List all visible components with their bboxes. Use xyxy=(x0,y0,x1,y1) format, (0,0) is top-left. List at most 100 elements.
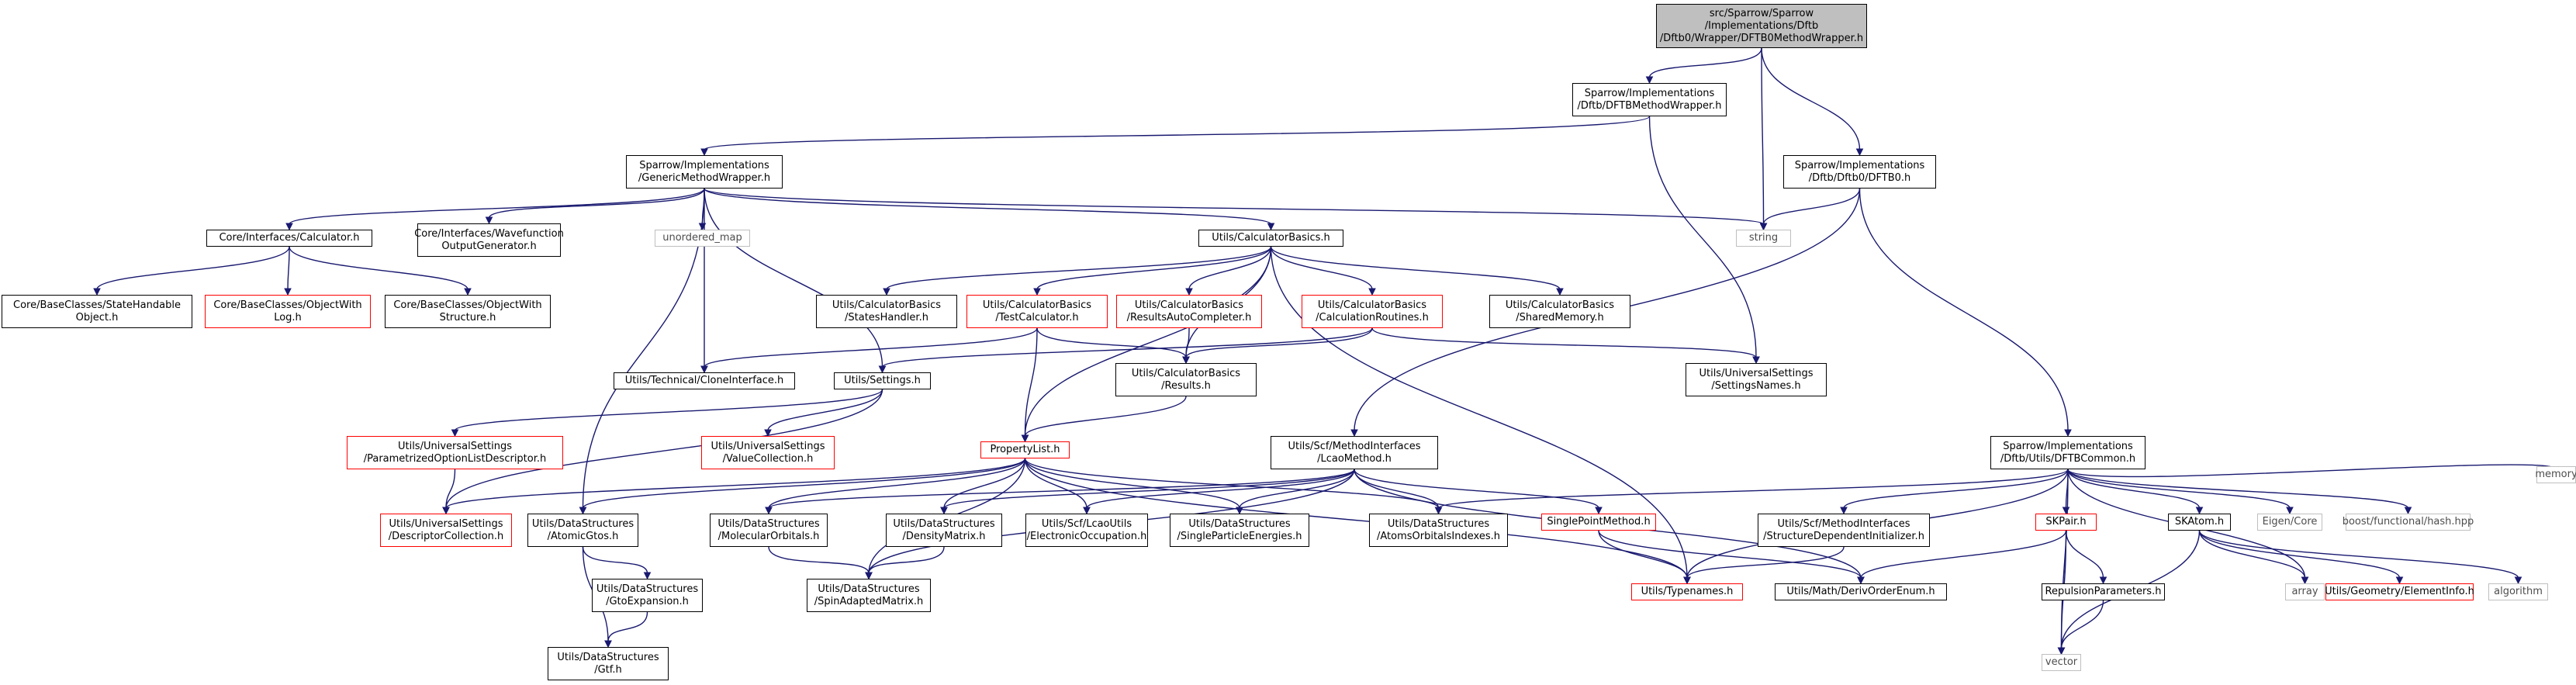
node-clone-interface[interactable]: Utils/Technical/CloneInterface.h xyxy=(614,372,795,389)
edge-dftb-method-wrapper-to-generic-method-wrapper xyxy=(704,116,1651,150)
arrowhead-property-list-to-descriptor-collection xyxy=(442,507,450,515)
graph-edges xyxy=(93,47,2560,656)
node-results[interactable]: Utils/CalculatorBasics /Results.h xyxy=(1115,363,1257,396)
node-param-option[interactable]: Utils/UniversalSettings /ParametrizedOpt… xyxy=(347,436,563,469)
arrowhead-calculator-basics-to-results-auto xyxy=(1185,288,1193,296)
node-calc-routines[interactable]: Utils/CalculatorBasics /CalculationRouti… xyxy=(1302,295,1443,328)
node-state-handable[interactable]: Core/BaseClasses/StateHandable Object.h xyxy=(2,295,192,328)
node-gtf[interactable]: Utils/DataStructures /Gtf.h xyxy=(548,647,669,680)
edge-calculator-to-state-handable xyxy=(96,246,290,290)
edge-molecular-orbitals-to-spin-adapted xyxy=(768,546,870,574)
node-atomic-gtos[interactable]: Utils/DataStructures /AtomicGtos.h xyxy=(527,514,638,547)
edge-property-list-to-typenames xyxy=(1024,458,1688,579)
edge-atomic-gtos-to-gto-expansion xyxy=(582,546,648,574)
node-root[interactable]: src/Sparrow/Sparrow /Implementations/Dft… xyxy=(1656,4,1867,48)
edge-settings-to-value-collection xyxy=(767,389,883,431)
edge-structure-dep-init-to-typenames xyxy=(1686,546,1845,579)
node-structure-dep-init[interactable]: Utils/Scf/MethodInterfaces /StructureDep… xyxy=(1758,514,1930,547)
node-skatom[interactable]: SKAtom.h xyxy=(2168,514,2231,531)
node-density-matrix[interactable]: Utils/DataStructures /DensityMatrix.h xyxy=(886,514,1002,547)
edge-calculator-basics-to-property-list xyxy=(1024,246,1272,437)
node-dftb-method-wrapper[interactable]: Sparrow/Implementations /Dftb/DFTBMethod… xyxy=(1572,83,1727,116)
edge-calculator-basics-to-calc-routines xyxy=(1270,246,1373,290)
node-generic-method-wrapper[interactable]: Sparrow/Implementations /GenericMethodWr… xyxy=(626,155,783,189)
arrowhead-lcao-method-to-molecular-orbitals xyxy=(765,507,773,515)
node-gto-expansion[interactable]: Utils/DataStructures /GtoExpansion.h xyxy=(592,579,703,612)
node-spin-adapted[interactable]: Utils/DataStructures /SpinAdaptedMatrix.… xyxy=(807,579,931,612)
edge-calculator-to-object-with-structure xyxy=(289,246,469,290)
arrowhead-dftb-method-wrapper-to-generic-method-wrapper xyxy=(700,148,708,157)
edge-calculator-basics-to-typenames xyxy=(1270,246,1688,579)
arrowhead-skatom-to-algorithm xyxy=(2514,576,2522,585)
edge-settings-to-descriptor-collection xyxy=(445,389,883,509)
arrowhead-lcao-method-to-density-matrix xyxy=(940,507,948,515)
edge-lcao-method-to-single-particle-energies xyxy=(1239,469,1355,509)
node-dftb-common[interactable]: Sparrow/Implementations /Dftb/Utils/DFTB… xyxy=(1990,436,2146,469)
node-atoms-orbitals-indexes[interactable]: Utils/DataStructures /AtomsOrbitalsIndex… xyxy=(1369,514,1508,547)
node-unordered-map[interactable]: unordered_map xyxy=(655,230,750,247)
node-element-info[interactable]: Utils/Geometry/ElementInfo.h xyxy=(2325,583,2474,600)
edge-lcao-method-to-molecular-orbitals xyxy=(768,469,1355,509)
node-states-handler[interactable]: Utils/CalculatorBasics /StatesHandler.h xyxy=(816,295,957,328)
edge-dftb-common-to-memory xyxy=(2067,464,2557,478)
node-results-auto[interactable]: Utils/CalculatorBasics /ResultsAutoCompl… xyxy=(1116,295,1262,328)
node-descriptor-collection[interactable]: Utils/UniversalSettings /DescriptorColle… xyxy=(380,514,512,547)
node-array[interactable]: array xyxy=(2285,583,2325,600)
arrowhead-settings-to-param-option xyxy=(451,429,459,438)
node-settings-names[interactable]: Utils/UniversalSettings /SettingsNames.h xyxy=(1686,363,1827,396)
node-calculator-basics[interactable]: Utils/CalculatorBasics.h xyxy=(1198,230,1343,247)
edge-single-point-method-to-deriv-order xyxy=(1598,530,1862,579)
arrowhead-dftb-common-to-skpair xyxy=(2062,507,2070,515)
node-boost-hash[interactable]: boost/functional/hash.hpp xyxy=(2343,514,2474,531)
node-vector[interactable]: vector xyxy=(2042,654,2081,671)
node-lcao-method[interactable]: Utils/Scf/MethodInterfaces /LcaoMethod.h xyxy=(1271,436,1438,469)
edge-test-calculator-to-property-list xyxy=(1024,327,1038,437)
edge-property-list-to-descriptor-collection xyxy=(445,458,1026,509)
arrowhead-dftb-common-to-atoms-orbitals-indexes xyxy=(1434,507,1443,515)
arrowhead-skatom-to-array xyxy=(2301,576,2309,585)
arrowhead-dftb-common-to-boost-hash xyxy=(2404,507,2412,515)
edge-param-option-to-descriptor-collection xyxy=(445,469,456,509)
edge-dftb-method-wrapper-to-settings-names xyxy=(1648,116,1757,358)
node-shared-memory[interactable]: Utils/CalculatorBasics /SharedMemory.h xyxy=(1489,295,1630,328)
node-algorithm[interactable]: algorithm xyxy=(2488,583,2548,600)
edge-density-matrix-to-spin-adapted xyxy=(868,546,945,574)
node-object-with-log[interactable]: Core/BaseClasses/ObjectWith Log.h xyxy=(205,295,371,328)
node-single-particle-energies[interactable]: Utils/DataStructures /SingleParticleEner… xyxy=(1170,514,1309,547)
arrowhead-lcao-method-to-single-point-method xyxy=(1595,507,1603,515)
arrowhead-skpair-to-deriv-order xyxy=(1857,576,1865,585)
node-repulsion-params[interactable]: RepulsionParameters.h xyxy=(2042,583,2165,600)
node-dftb0-h[interactable]: Sparrow/Implementations /Dftb/Dftb0/DFTB… xyxy=(1783,155,1936,189)
node-test-calculator[interactable]: Utils/CalculatorBasics /TestCalculator.h xyxy=(966,295,1108,328)
node-typenames[interactable]: Utils/Typenames.h xyxy=(1631,583,1743,600)
edge-generic-method-wrapper-to-settings xyxy=(704,188,883,368)
edge-skpair-to-deriv-order xyxy=(1860,530,2067,579)
edge-root-to-dftb-method-wrapper xyxy=(1648,47,1762,78)
node-string[interactable]: string xyxy=(1736,230,1791,247)
edge-root-to-string xyxy=(1761,47,1765,225)
node-memory[interactable]: memory xyxy=(2535,466,2576,483)
edge-root-to-dftb0-h xyxy=(1761,47,1861,150)
edge-results-to-property-list xyxy=(1024,396,1187,437)
node-calculator[interactable]: Core/Interfaces/Calculator.h xyxy=(206,230,372,247)
node-electronic-occupation[interactable]: Utils/Scf/LcaoUtils /ElectronicOccupatio… xyxy=(1025,514,1148,547)
node-molecular-orbitals[interactable]: Utils/DataStructures /MolecularOrbitals.… xyxy=(710,514,828,547)
arrowhead-gto-expansion-to-gtf xyxy=(604,640,612,649)
edge-calc-routines-to-settings xyxy=(881,327,1373,368)
node-skpair[interactable]: SKPair.h xyxy=(2035,514,2097,531)
edge-skpair-to-repulsion-params xyxy=(2065,530,2104,579)
edge-calculator-basics-to-test-calculator xyxy=(1036,246,1272,290)
node-eigen-core[interactable]: Eigen/Core xyxy=(2257,514,2322,531)
edge-test-calculator-to-results xyxy=(1036,327,1187,358)
node-deriv-order[interactable]: Utils/Math/DerivOrderEnum.h xyxy=(1775,583,1947,600)
node-property-list[interactable]: PropertyList.h xyxy=(980,441,1070,458)
node-single-point-method[interactable]: SinglePointMethod.h xyxy=(1541,514,1656,531)
edge-calc-routines-to-settings-names xyxy=(1371,327,1757,358)
node-value-collection[interactable]: Utils/UniversalSettings /ValueCollection… xyxy=(701,436,835,469)
node-settings[interactable]: Utils/Settings.h xyxy=(834,372,931,389)
arrowhead-dftb0-h-to-lcao-method xyxy=(1350,429,1358,438)
node-wavefunction[interactable]: Core/Interfaces/Wavefunction OutputGener… xyxy=(414,223,564,257)
arrowhead-calculator-to-state-handable xyxy=(93,288,101,296)
node-object-with-structure[interactable]: Core/BaseClasses/ObjectWith Structure.h xyxy=(385,295,551,328)
edge-skatom-to-array xyxy=(2198,530,2306,579)
